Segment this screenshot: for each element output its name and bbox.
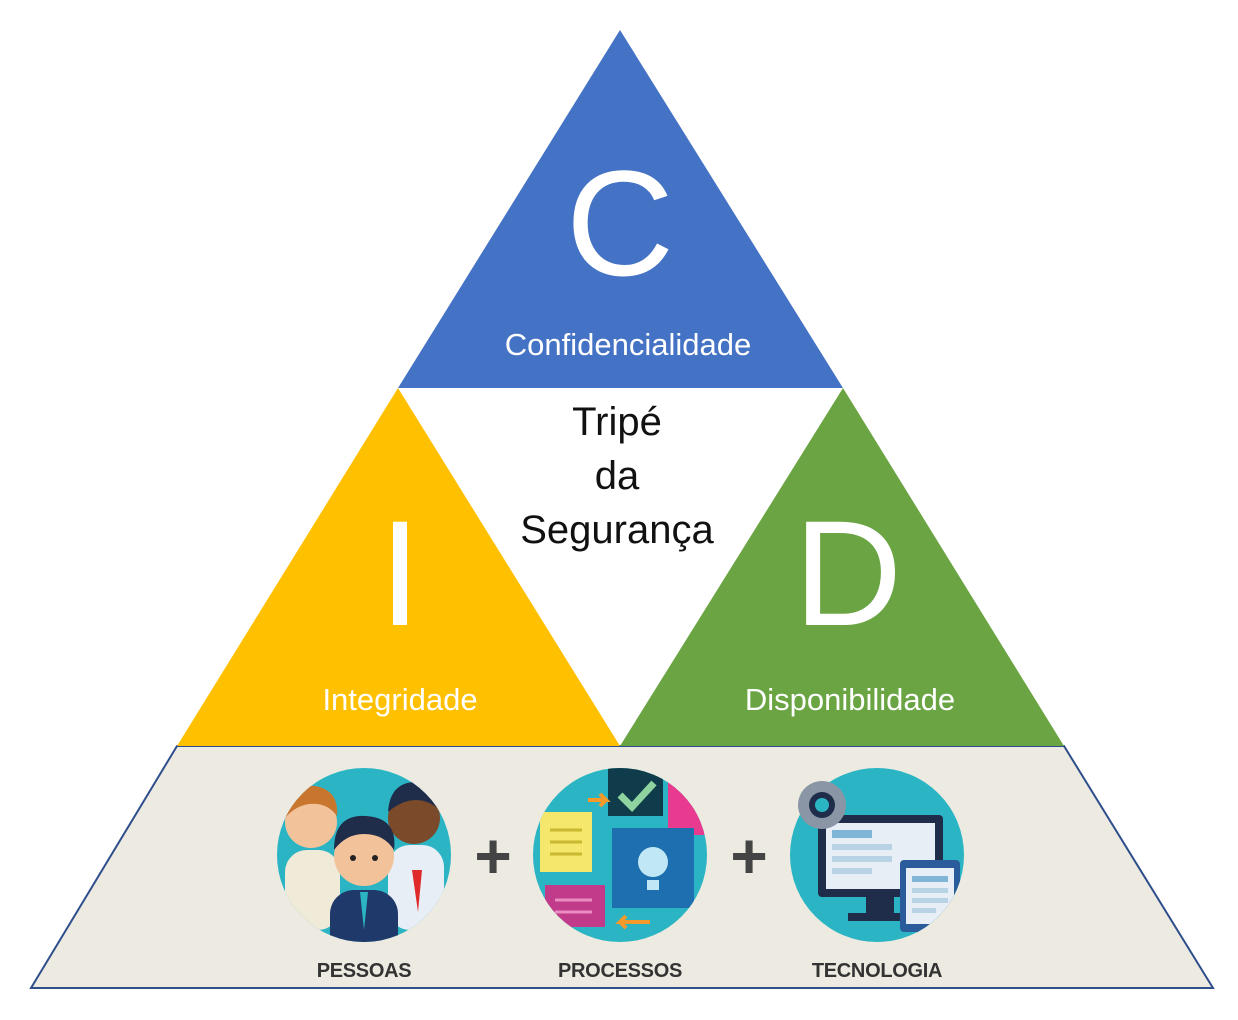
processes-icon bbox=[533, 768, 707, 942]
people-caption: PESSOAS bbox=[316, 960, 412, 982]
processes-caption: PROCESSOS bbox=[558, 960, 682, 982]
integrity-label: Integridade bbox=[322, 682, 478, 717]
confidentiality-letter: C bbox=[565, 139, 675, 307]
plus-sign-1: + bbox=[474, 820, 512, 892]
integrity-triangle bbox=[177, 388, 620, 746]
people-icon bbox=[277, 768, 451, 942]
availability-label: Disponibilidade bbox=[744, 682, 956, 717]
integrity-letter: I bbox=[379, 489, 421, 657]
confidentiality-label: Confidencialidade bbox=[504, 327, 752, 362]
center-title-line-2: da bbox=[594, 454, 640, 498]
center-title-line-3: Segurança bbox=[520, 508, 714, 552]
plus-sign-2: + bbox=[730, 820, 768, 892]
center-title-line-1: Tripé bbox=[572, 400, 662, 444]
availability-letter: D bbox=[793, 489, 903, 657]
availability-triangle bbox=[620, 388, 1064, 746]
confidentiality-triangle bbox=[398, 30, 843, 388]
technology-icon bbox=[790, 768, 964, 942]
technology-caption: TECNOLOGIA bbox=[811, 960, 943, 982]
